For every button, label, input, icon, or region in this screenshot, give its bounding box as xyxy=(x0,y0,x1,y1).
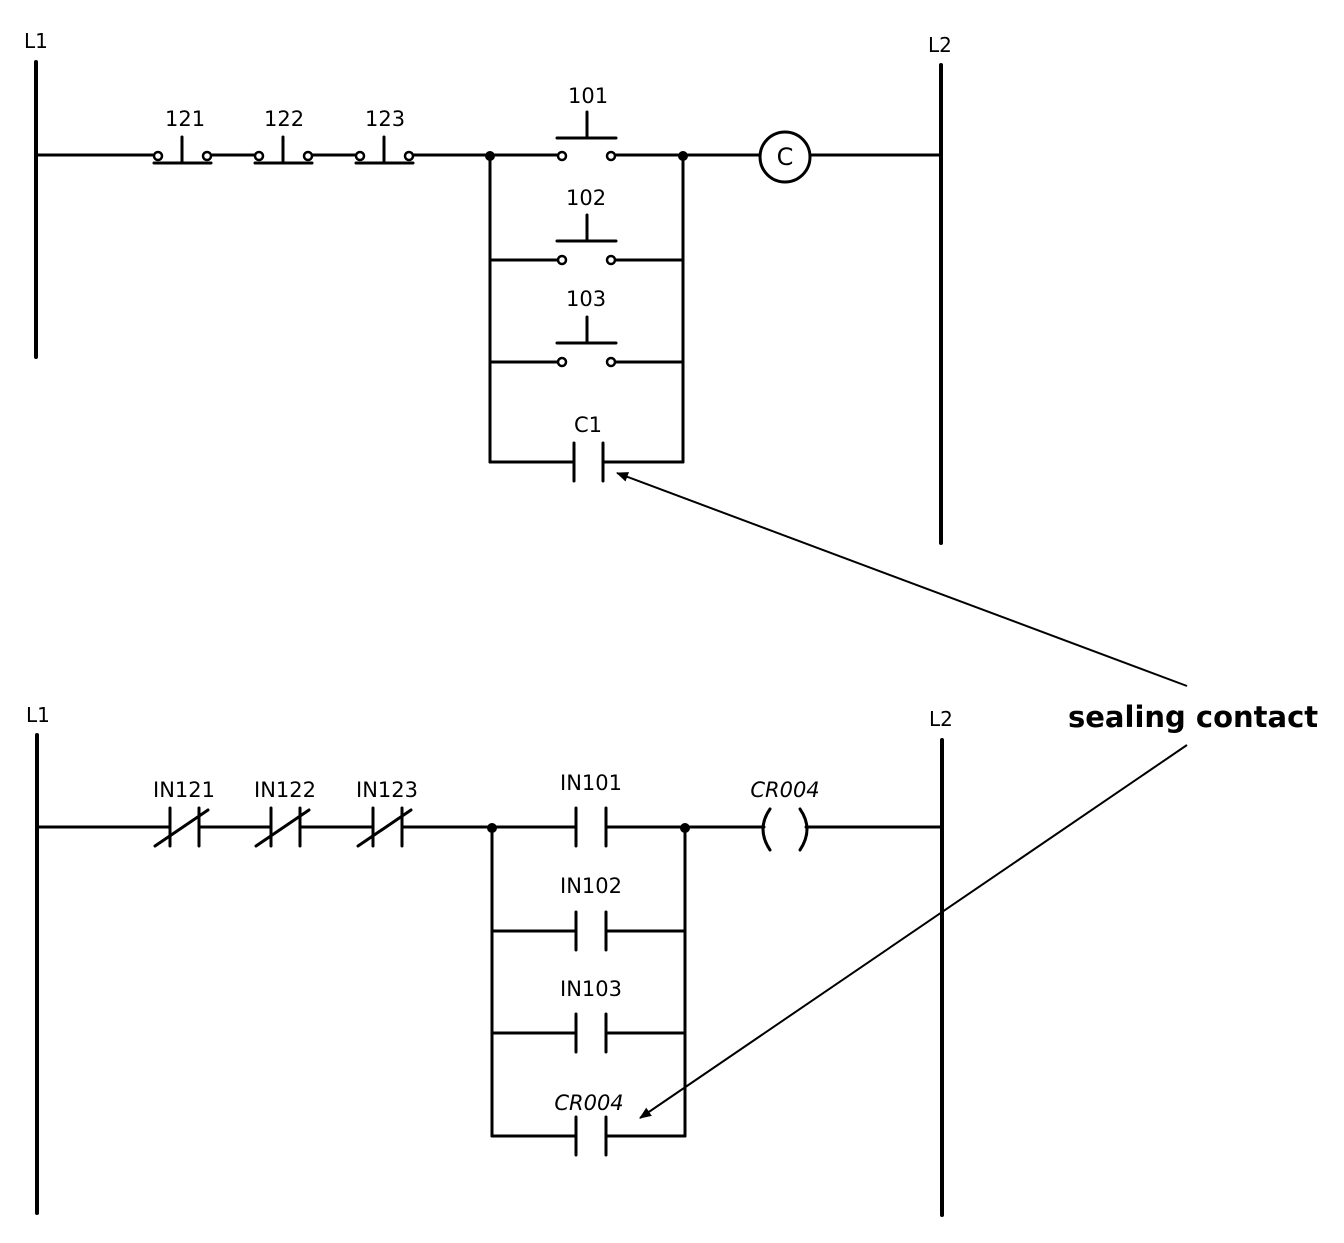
nc-contact-in121: IN121 xyxy=(153,778,215,848)
no-pushbutton-103: 103 xyxy=(555,287,618,368)
coil-label: CR004 xyxy=(750,778,819,802)
nc-pushbutton-123: 123 xyxy=(354,107,415,165)
no-contact-in101: IN101 xyxy=(560,771,622,848)
contact-label: C1 xyxy=(574,413,602,437)
nc-pushbutton-122: 122 xyxy=(253,107,314,165)
contact-label: 123 xyxy=(365,107,405,131)
contact-label: IN101 xyxy=(560,771,622,795)
junction xyxy=(680,823,690,833)
no-contact-in103: IN103 xyxy=(560,977,622,1054)
rail-l2-label: L2 xyxy=(929,707,953,731)
contact-label: 101 xyxy=(568,84,608,108)
coil-label: C xyxy=(777,143,794,171)
rail-l1-label: L1 xyxy=(24,29,48,53)
junction xyxy=(485,151,495,161)
rail-l2-label: L2 xyxy=(928,33,952,57)
seal-contact-cr004: CR004 xyxy=(554,1091,624,1157)
contact-label: 121 xyxy=(165,107,205,131)
junction xyxy=(678,151,688,161)
contact-label: IN121 xyxy=(153,778,215,802)
seal-contact-c1: C1 xyxy=(572,413,605,483)
no-pushbutton-101: 101 xyxy=(555,84,618,162)
no-pushbutton-102: 102 xyxy=(555,186,618,266)
callout-arrow-bottom xyxy=(639,744,1188,1119)
contact-label: IN102 xyxy=(560,874,622,898)
nc-contact-in123: IN123 xyxy=(356,778,418,848)
contact-label: 122 xyxy=(264,107,304,131)
coil-cr004: CR004 xyxy=(750,778,820,852)
contact-label: CR004 xyxy=(554,1091,623,1115)
coil-c: C xyxy=(758,130,812,184)
callout-arrow-top xyxy=(616,472,1188,687)
contact-label: IN103 xyxy=(560,977,622,1001)
nc-pushbutton-121: 121 xyxy=(152,107,213,165)
sealing-contact-callout: sealing contact xyxy=(616,472,1318,1119)
plc-ladder-diagram: L1 L2 IN121 IN122 IN123 xyxy=(26,703,953,1217)
no-contact-in102: IN102 xyxy=(560,874,622,952)
callout-label: sealing contact xyxy=(1068,700,1318,734)
rail-l1-label: L1 xyxy=(26,703,50,727)
contact-label: 103 xyxy=(566,287,606,311)
relay-diagram: L1 L2 121 122 123 xyxy=(24,29,952,545)
contact-label: IN123 xyxy=(356,778,418,802)
junction xyxy=(487,823,497,833)
nc-contact-in122: IN122 xyxy=(254,778,316,848)
contact-label: 102 xyxy=(566,186,606,210)
contact-label: IN122 xyxy=(254,778,316,802)
